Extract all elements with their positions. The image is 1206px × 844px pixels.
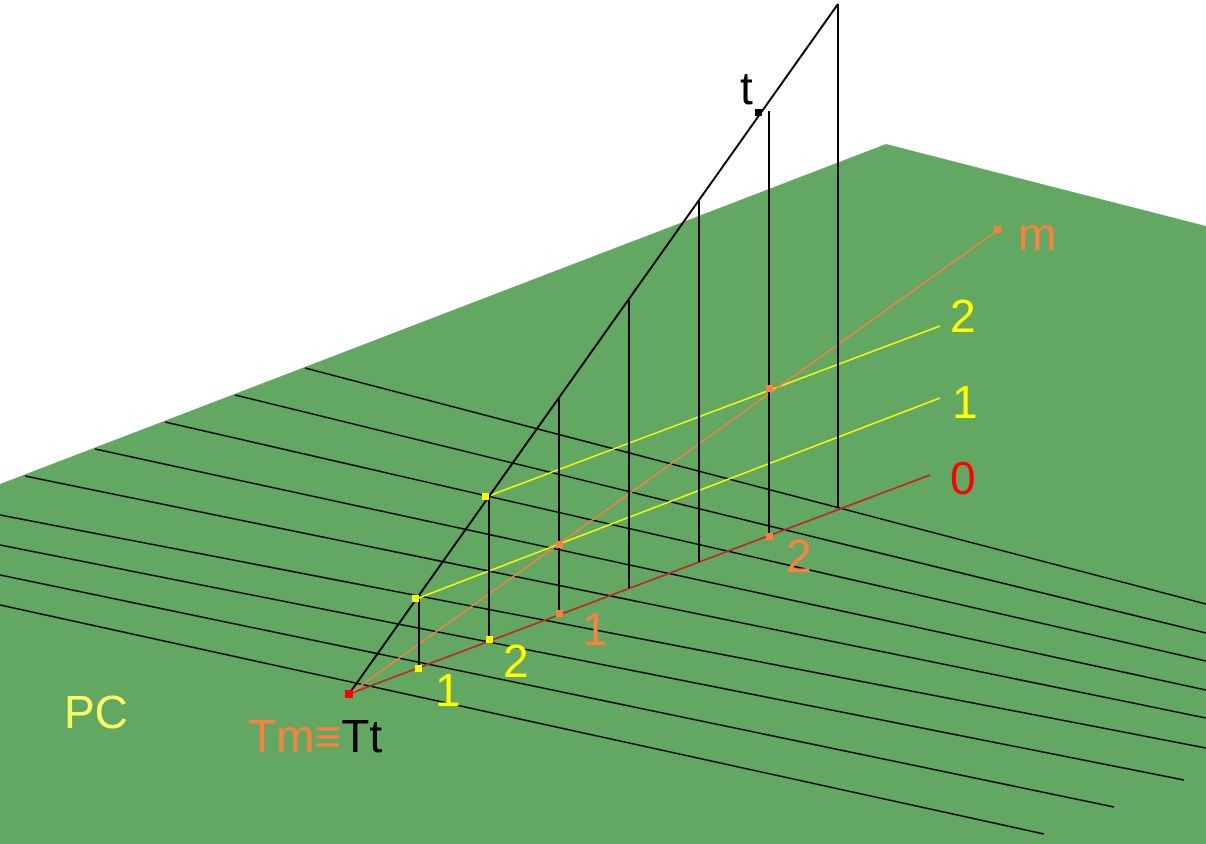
label-level-2: 2 bbox=[950, 290, 976, 342]
label-plane-pc: PC bbox=[64, 686, 128, 738]
label-level-0: 0 bbox=[950, 452, 976, 504]
contour-line bbox=[0, 514, 1206, 749]
contour-line bbox=[234, 394, 1206, 634]
contour-lines bbox=[0, 367, 1206, 835]
label-m-point-1: 1 bbox=[582, 603, 608, 655]
t-point-marker bbox=[755, 109, 762, 116]
label-level-1: 1 bbox=[952, 376, 978, 428]
line-m bbox=[348, 229, 999, 695]
label-m: m bbox=[1018, 208, 1056, 260]
m-point-1-marker bbox=[556, 541, 563, 548]
contour-line bbox=[0, 574, 1115, 808]
level-line-1 bbox=[415, 397, 941, 600]
point-t1-marker bbox=[412, 595, 419, 602]
label-t-point-2: 2 bbox=[503, 635, 529, 687]
m-ground-1-marker bbox=[556, 610, 563, 617]
label-t: t bbox=[740, 62, 753, 114]
plane-pc bbox=[0, 144, 1206, 844]
contour-line bbox=[24, 475, 1206, 719]
contour-line bbox=[94, 448, 1206, 691]
level-line-2 bbox=[485, 325, 941, 498]
m-ground-2-marker bbox=[766, 533, 773, 540]
label-trace-t: Tt bbox=[341, 710, 382, 762]
label-traces: Tm≡Tt bbox=[248, 710, 382, 762]
contour-line bbox=[0, 604, 1045, 835]
label-trace-m: Tm≡ bbox=[248, 710, 341, 762]
label-m-point-2: 2 bbox=[786, 530, 812, 582]
m-point-2-marker bbox=[766, 385, 773, 392]
trace-point-marker bbox=[345, 690, 353, 698]
line-t bbox=[348, 3, 839, 695]
ground-trace-line bbox=[348, 474, 931, 695]
point-t2-marker bbox=[482, 493, 489, 500]
vertical-lines bbox=[418, 4, 839, 669]
m-end-marker bbox=[994, 226, 1001, 233]
label-t-point-1: 1 bbox=[435, 664, 461, 716]
contour-line bbox=[0, 544, 1185, 781]
projection-1-marker bbox=[415, 665, 422, 672]
contour-line bbox=[164, 421, 1206, 662]
projection-2-marker bbox=[486, 636, 493, 643]
contour-line bbox=[304, 367, 1206, 605]
